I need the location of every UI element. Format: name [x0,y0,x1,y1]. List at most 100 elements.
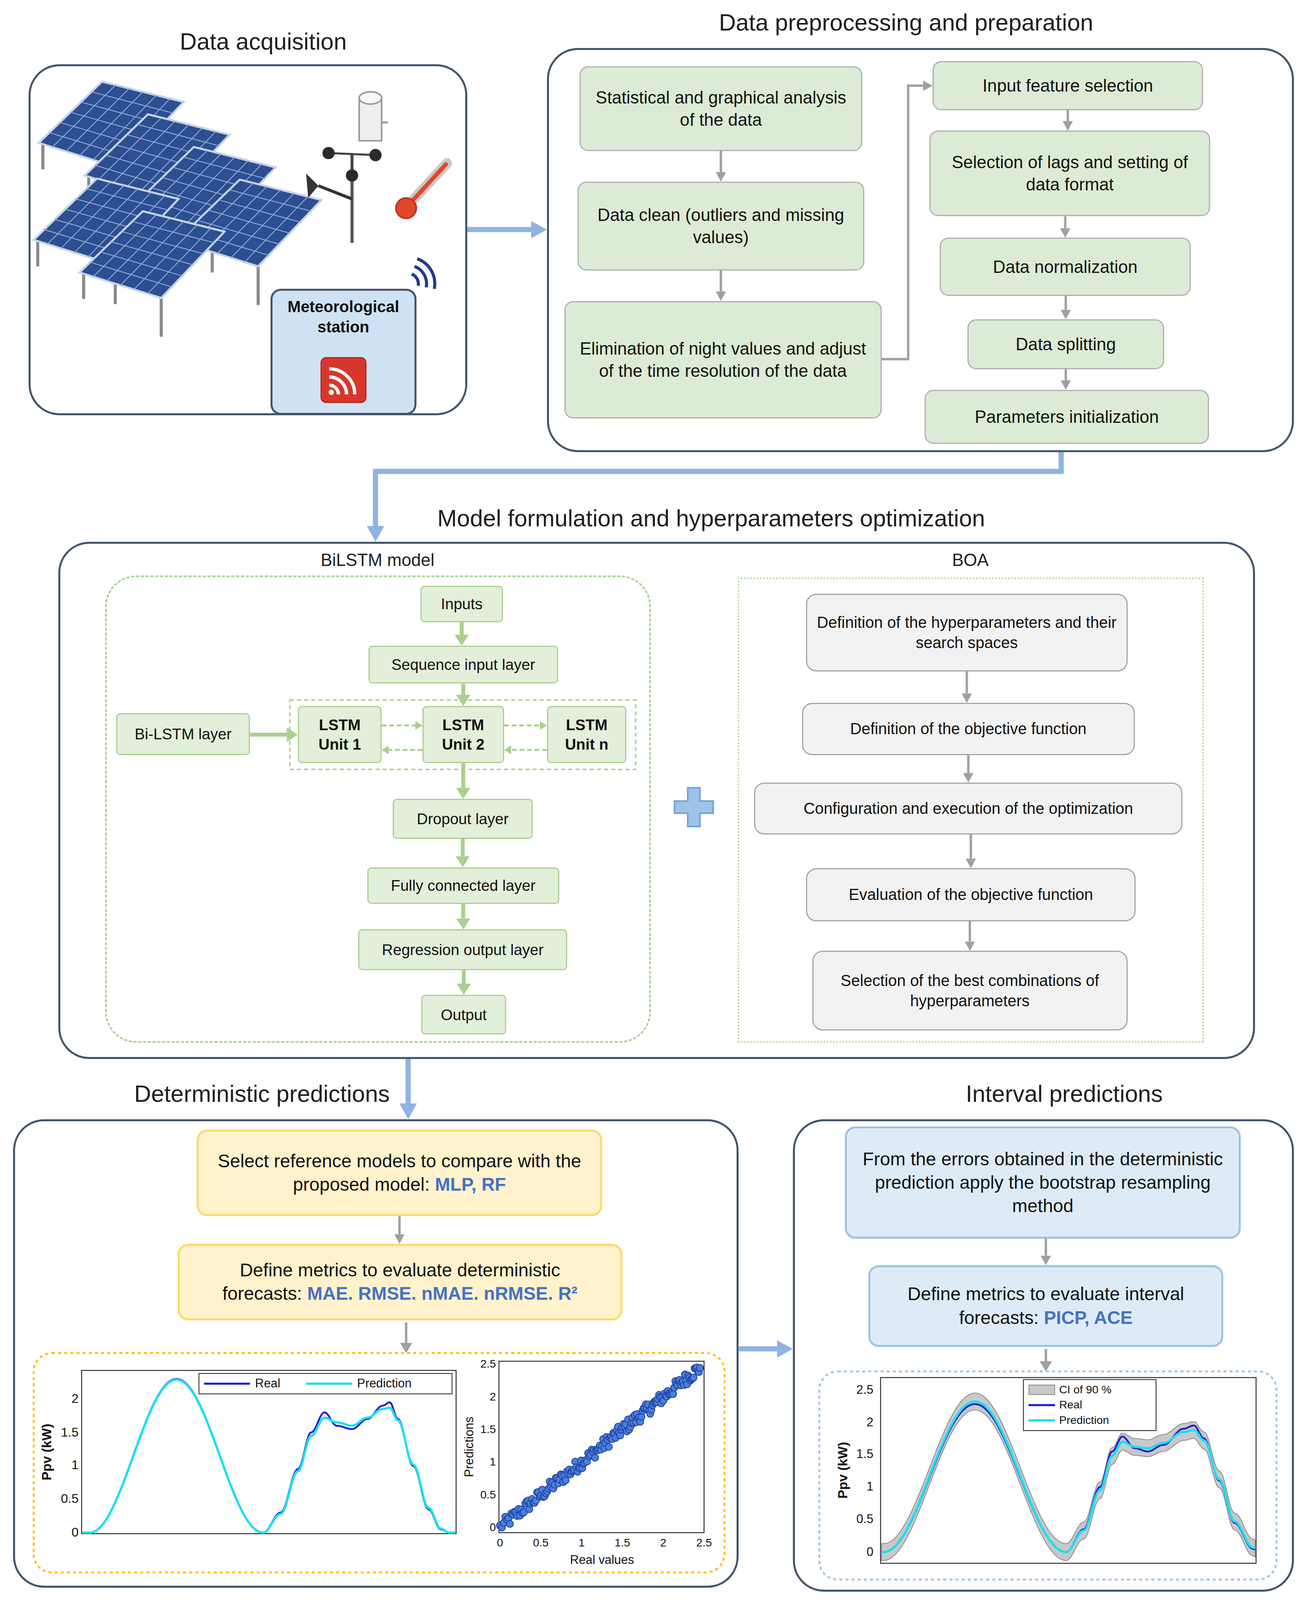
legend-swatch [1028,1384,1056,1396]
weather-sensors-part [412,164,446,202]
process-box: Selection of the best combinations of hy… [812,950,1128,1031]
scatter-chart-part-part [669,1390,677,1398]
model-group: BOADefinition of the hyperparameters and… [737,577,1205,1043]
connector [461,970,466,984]
connector [398,1216,401,1235]
scatter-chart-part [498,1361,705,1533]
node-text: Regression output layer [381,940,544,960]
process-box: Statistical and graphical analysis of th… [579,66,863,152]
node-text: Selection of the best combinations of hy… [821,970,1119,1012]
interval-chart-part [881,1393,1256,1561]
process-box: Definition of the objective function [802,702,1135,755]
tick-label: 0.5 [480,1488,496,1501]
tick-label: 0 [489,1521,496,1534]
tick-label: 1 [866,1479,874,1494]
scatter-chart [496,1361,705,1533]
solar-array-part [132,221,215,243]
axis-title: Predictions [462,1416,476,1478]
process-box: Data clean (outliers and missing values) [577,181,865,271]
solar-array-part [79,211,225,299]
connector [1064,369,1067,381]
stage-panel: Data acquisitionMeteorological station [28,64,468,416]
process-box: Evaluation of the objective function [805,868,1136,922]
connector [460,838,465,857]
interval-chart-part [1023,1379,1156,1431]
tick-label: 1.5 [614,1536,631,1549]
tick-label: 2.5 [856,1383,874,1397]
connector [1044,1238,1048,1256]
solar-array-part [137,124,219,146]
chart-frames-part [1044,1349,1048,1363]
connector [461,683,466,696]
solar-array-part [230,193,294,258]
solar-array-part [217,189,281,254]
scatter-chart-part-part [605,1443,613,1451]
interval-chart [880,1377,1257,1564]
connector [719,270,722,292]
scatter-chart-part-part [506,1520,514,1528]
time-series-chart-part [306,1382,353,1386]
interval-chart-part [1028,1404,1056,1407]
axis-title: Real values [569,1553,634,1567]
tick-label: 2 [489,1390,496,1403]
weather-sensors-part [381,121,388,124]
weather-sensors-part [369,149,382,162]
scatter-chart-part-part [690,1374,697,1382]
node-text: Meteorological station [276,296,411,338]
scatter-chart-part-part [591,1454,599,1462]
chart-frames-part [1039,1361,1052,1372]
tick-label: 1.5 [856,1447,874,1461]
layer-box: Bi-LSTM layer [116,713,250,755]
highlight-text: MAE. RMSE. nMAE. nRMSE. R² [307,1283,578,1304]
panel-heading: Deterministic predictions [134,1080,390,1108]
solar-array-part [147,228,211,294]
node-text: Inputs [440,594,483,614]
legend-label: CI of 90 % [1059,1383,1112,1396]
espressif-icon [319,356,367,404]
process-box: Configuration and execution of the optim… [754,782,1183,835]
legend-label: Real [1059,1398,1083,1412]
tick-label: 2.5 [696,1536,712,1549]
connector [461,763,466,788]
node-text: Evaluation of the objective function [848,884,1094,905]
connector [968,921,972,942]
solar-array-part [218,199,301,223]
weather-sensors-part [306,173,319,198]
solar-array-part [41,142,45,170]
panel-heading: Interval predictions [965,1080,1163,1108]
tick-label: 0 [497,1536,504,1549]
weather-sensors-part [411,274,419,286]
layer-box: LSTM Unit 2 [422,706,505,764]
solar-array-part [134,224,198,290]
solar-array-part [82,272,86,300]
panel-heading: BiLSTM model [320,550,435,570]
interval-chart-part [881,1404,1256,1553]
chart-frames-part [404,1322,408,1344]
node-text: LSTM Unit 1 [303,715,377,755]
tick-label: 0.5 [533,1536,549,1549]
tick-label: 1 [489,1456,496,1469]
process-box: Parameters initialization [924,389,1210,444]
highlight-text: MLP, RF [434,1174,506,1195]
solar-array-part [86,188,169,211]
time-series-chart-part [82,1379,455,1533]
layer-box: LSTM Unit 1 [297,706,382,764]
weather-sensors-part [417,258,435,289]
node-text: LSTM Unit 2 [427,715,499,755]
axis-title: Ppv (kW) [39,1423,55,1481]
interval-chart-part [880,1377,1257,1564]
node-text: Selection of lags and setting of data fo… [938,151,1201,196]
connector [249,732,287,737]
tick-label: 1 [71,1458,79,1472]
node-text: Definition of the objective function [850,718,1087,739]
connector [881,85,924,359]
node-text: Elimination of night values and adjust o… [573,337,873,382]
weather-sensors-part [414,266,427,288]
layer-box: Dropout layer [392,798,533,839]
layer-box: LSTM Unit n [546,706,627,764]
interval-chart-part [1028,1419,1056,1422]
process-box: Selection of lags and setting of data fo… [929,130,1210,217]
legend-label: Real [255,1376,281,1391]
station-box: Meteorological station [270,288,417,415]
